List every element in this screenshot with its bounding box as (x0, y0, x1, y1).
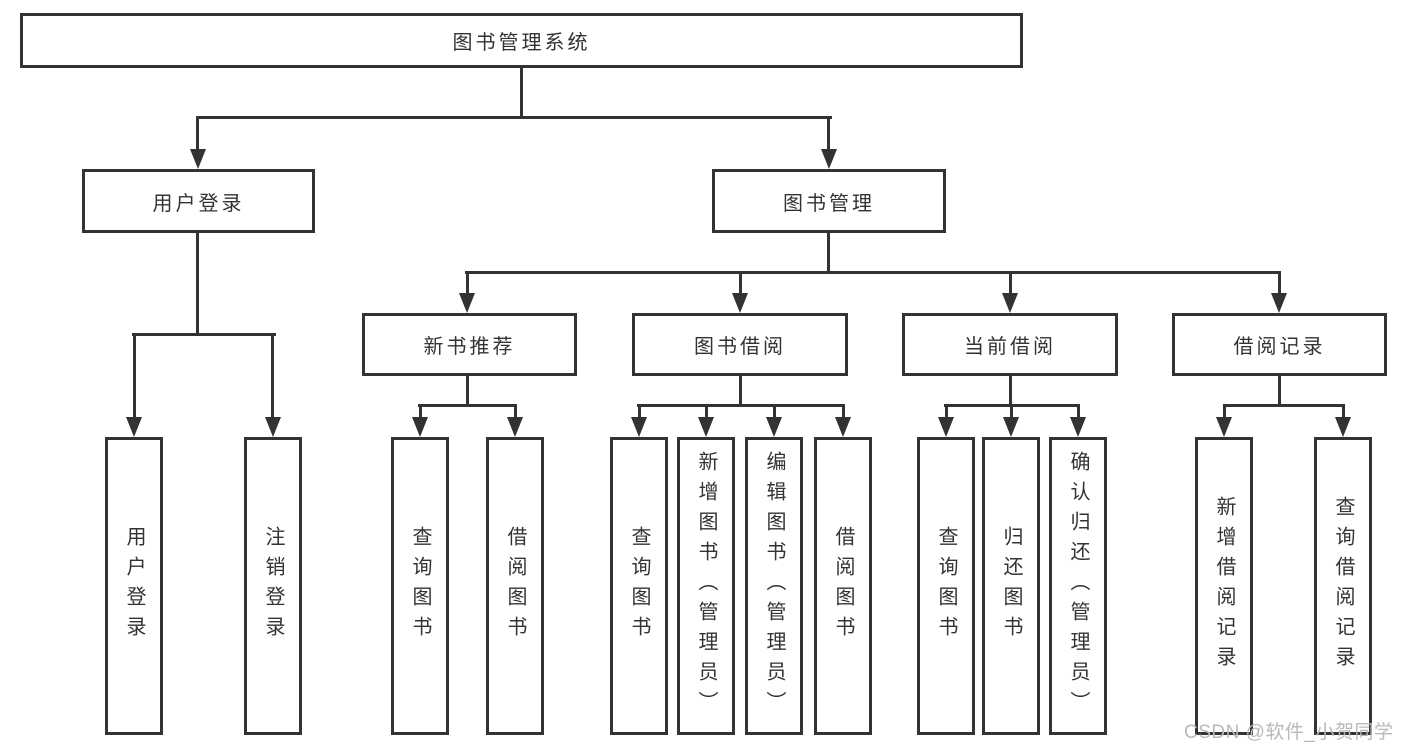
connector-vline (1009, 375, 1012, 407)
connector-vline (1077, 404, 1080, 419)
node-borrowing-records: 借阅记录 (1172, 313, 1387, 376)
connector-hline (132, 333, 276, 336)
connector-vline (133, 333, 136, 420)
leaf-logout: 注销登录 (244, 437, 302, 735)
leaf-user-login: 用户登录 (105, 437, 163, 735)
arrowhead-down-icon (1271, 293, 1287, 313)
leaf-current-confirm-return-admin: 确认归还（管理员） (1049, 437, 1107, 735)
arrowhead-down-icon (631, 417, 647, 437)
connector-vline (520, 67, 523, 118)
connector-vline (1009, 271, 1012, 296)
connector-vline (419, 404, 422, 419)
leaf-current-return-books: 归还图书 (982, 437, 1040, 735)
arrowhead-down-icon (412, 417, 428, 437)
connector-vline (842, 404, 845, 419)
arrowhead-down-icon (766, 417, 782, 437)
connector-vline (638, 404, 641, 419)
connector-vline (466, 271, 469, 296)
arrowhead-down-icon (1003, 417, 1019, 437)
leaf-newbooks-borrow-books: 借阅图书 (486, 437, 544, 735)
connector-vline (773, 404, 776, 419)
connector-vline (1010, 404, 1013, 419)
node-new-book-recommend: 新书推荐 (362, 313, 577, 376)
arrowhead-down-icon (938, 417, 954, 437)
connector-vline (1278, 375, 1281, 407)
connector-vline (705, 404, 708, 419)
leaf-borrow-borrow-books: 借阅图书 (814, 437, 872, 735)
arrowhead-down-icon (265, 417, 281, 437)
connector-vline (827, 116, 830, 152)
connector-vline (739, 271, 742, 296)
connector-vline (827, 232, 830, 274)
arrowhead-down-icon (835, 417, 851, 437)
node-current-borrowing: 当前借阅 (902, 313, 1118, 376)
connector-hline (196, 116, 832, 119)
node-root-system: 图书管理系统 (20, 13, 1023, 68)
leaf-borrow-edit-books-admin: 编辑图书（管理员） (745, 437, 803, 735)
leaf-current-query-books: 查询图书 (917, 437, 975, 735)
node-user-login: 用户登录 (82, 169, 315, 233)
leaf-records-query-record: 查询借阅记录 (1314, 437, 1372, 735)
connector-vline (739, 375, 742, 407)
connector-hline (418, 404, 517, 407)
connector-vline (271, 333, 274, 420)
connector-hline (1223, 404, 1345, 407)
arrowhead-down-icon (507, 417, 523, 437)
node-book-borrowing: 图书借阅 (632, 313, 848, 376)
connector-hline (637, 404, 844, 407)
arrowhead-down-icon (1216, 417, 1232, 437)
arrowhead-down-icon (459, 293, 475, 313)
connector-vline (1342, 404, 1345, 419)
connector-hline (465, 271, 1281, 274)
connector-vline (514, 404, 517, 419)
arrowhead-down-icon (1335, 417, 1351, 437)
connector-vline (466, 375, 469, 407)
arrowhead-down-icon (190, 149, 206, 169)
connector-vline (1223, 404, 1226, 419)
connector-vline (196, 232, 199, 336)
arrowhead-down-icon (821, 149, 837, 169)
connector-vline (196, 116, 199, 152)
arrowhead-down-icon (126, 417, 142, 437)
connector-vline (945, 404, 948, 419)
arrowhead-down-icon (1070, 417, 1086, 437)
leaf-newbooks-query-books: 查询图书 (391, 437, 449, 735)
arrowhead-down-icon (698, 417, 714, 437)
connector-vline (1278, 271, 1281, 296)
csdn-watermark: CSDN @软件_小贺同学 (1184, 722, 1394, 743)
node-book-management: 图书管理 (712, 169, 946, 233)
leaf-records-add-record: 新增借阅记录 (1195, 437, 1253, 735)
leaf-borrow-query-books: 查询图书 (610, 437, 668, 735)
leaf-borrow-add-books-admin: 新增图书（管理员） (677, 437, 735, 735)
arrowhead-down-icon (1002, 293, 1018, 313)
arrowhead-down-icon (732, 293, 748, 313)
